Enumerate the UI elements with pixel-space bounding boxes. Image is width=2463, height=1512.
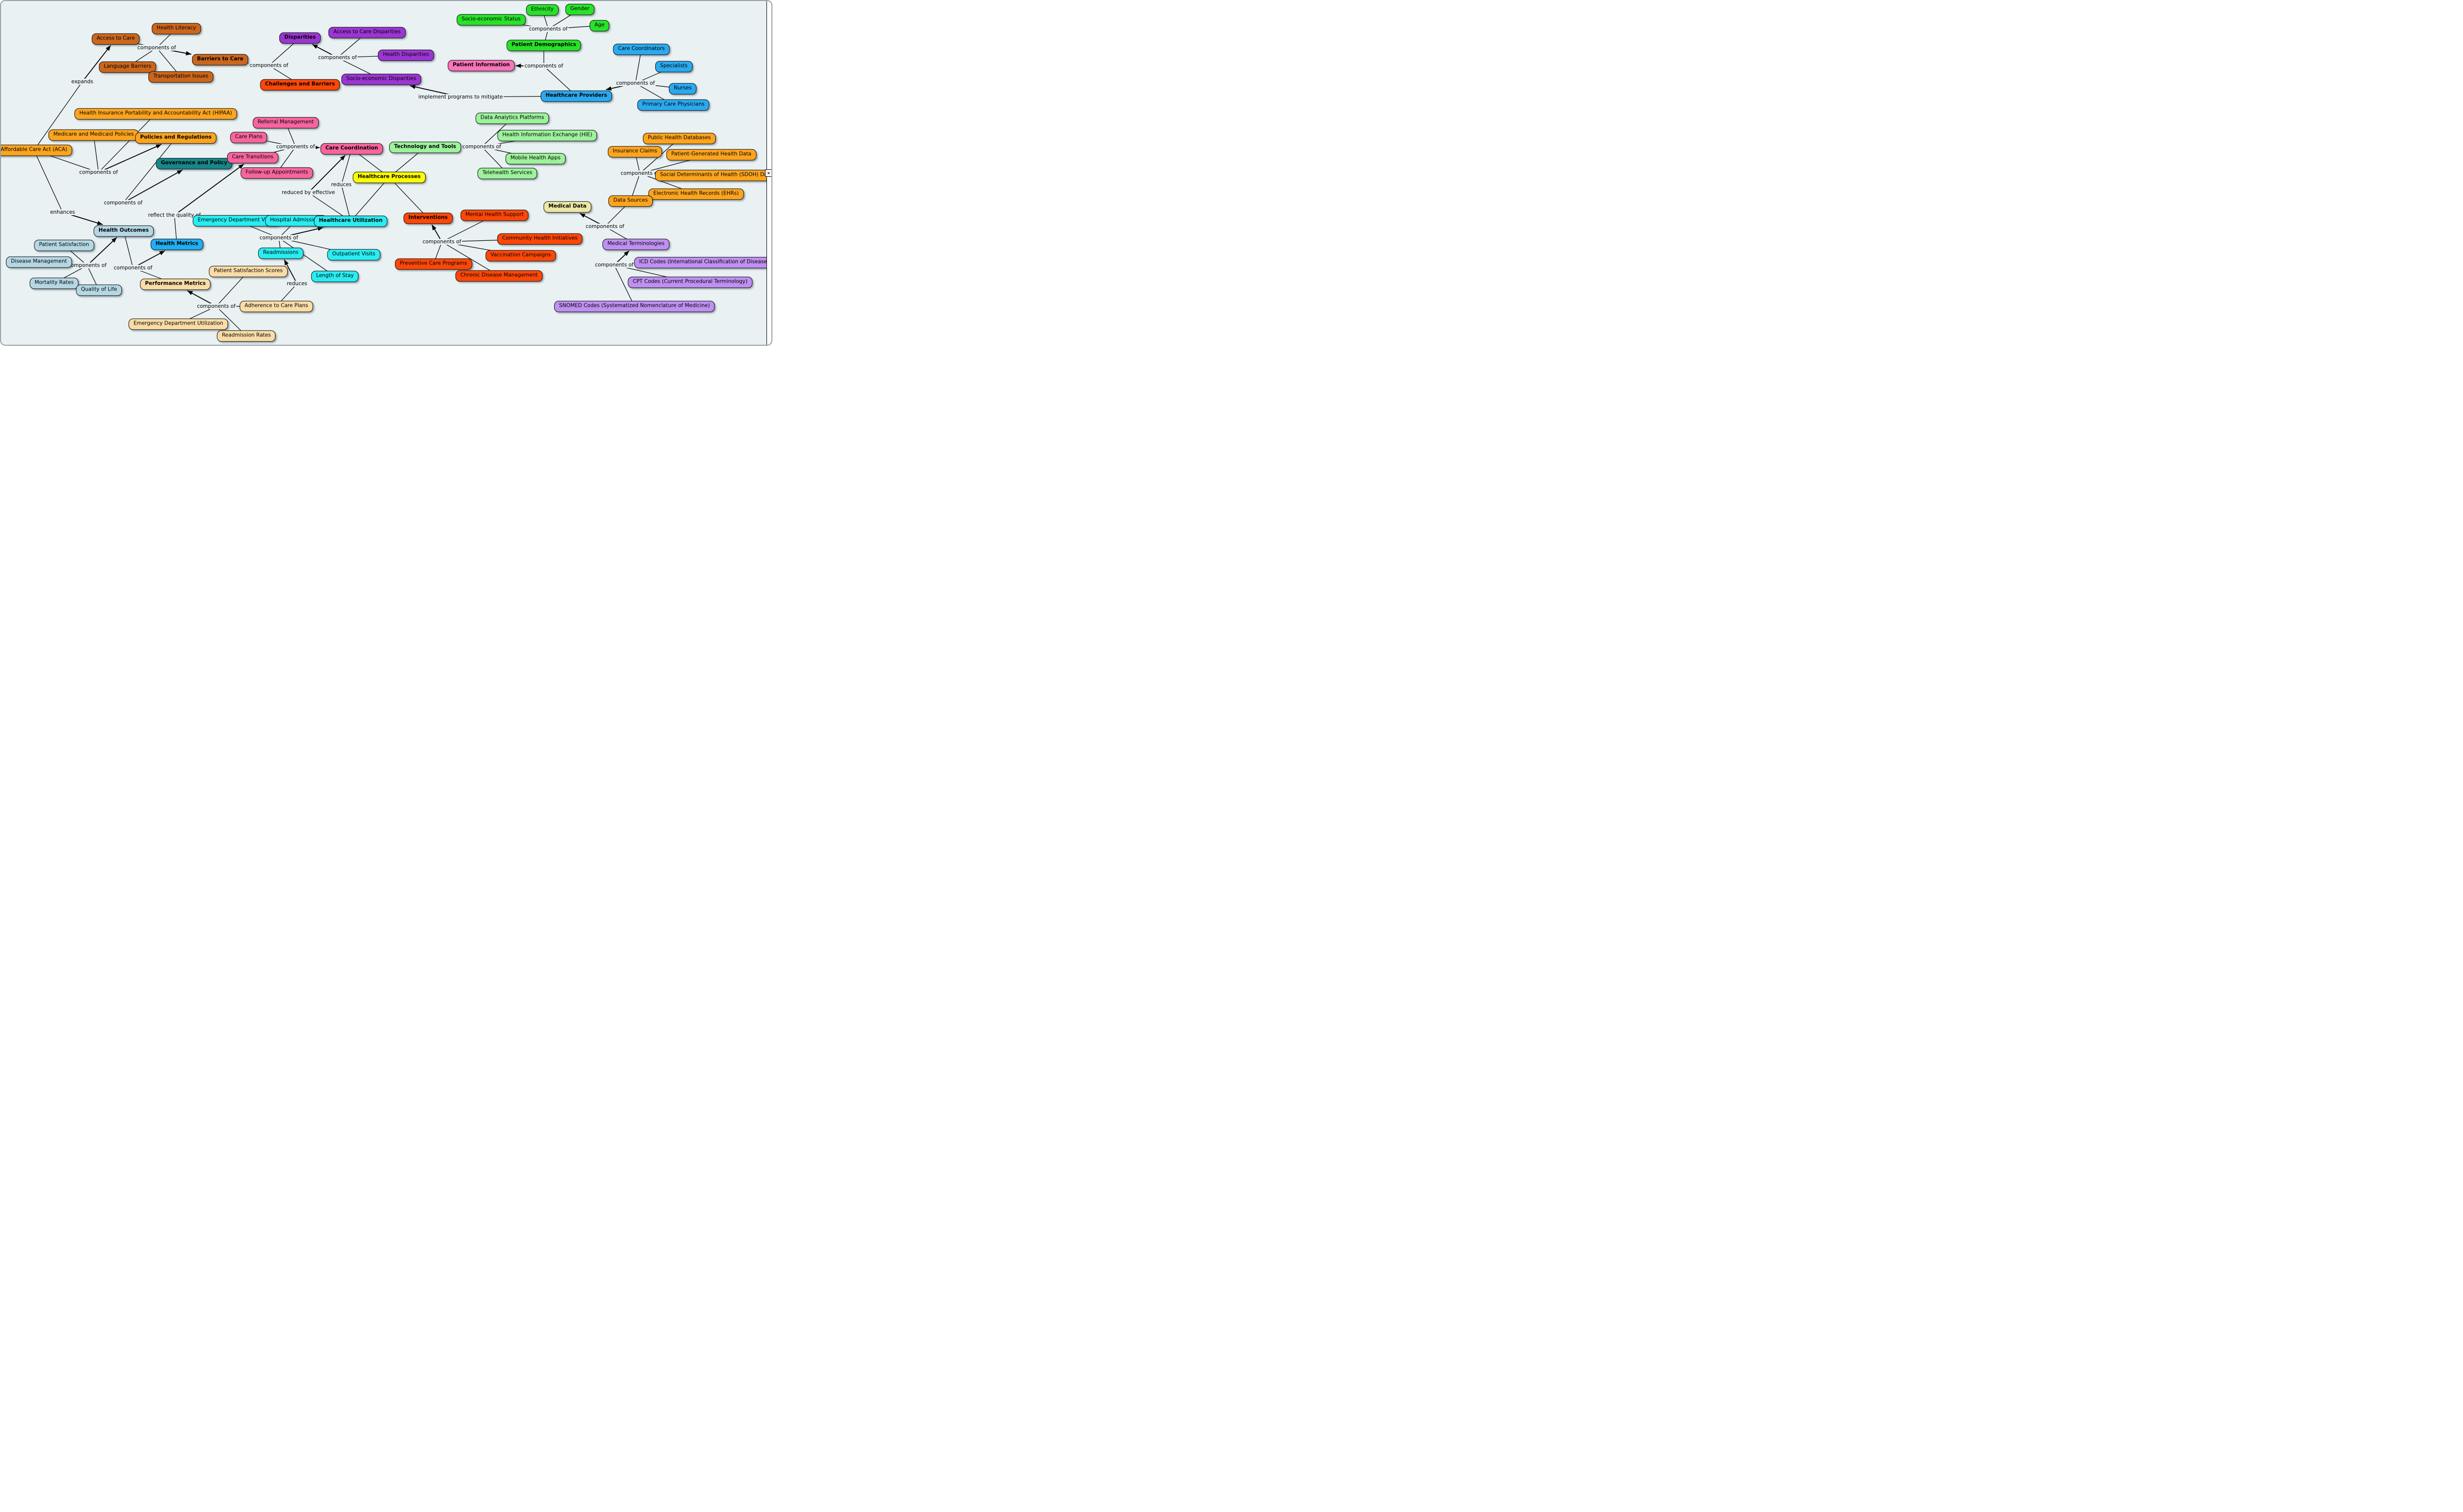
link-phrase-l17[interactable]: components of bbox=[421, 238, 463, 245]
node-care-coordinators[interactable]: Care Coordinators bbox=[613, 43, 670, 55]
node-public-health-databases[interactable]: Public Health Databases bbox=[643, 132, 716, 144]
node-health-information-exchange[interactable]: Health Information Exchange (HIE) bbox=[497, 130, 598, 141]
panel-collapse-button[interactable]: « bbox=[765, 169, 772, 177]
node-preventive-care-programs[interactable]: Preventive Care Programs bbox=[395, 258, 472, 270]
node-telehealth-services[interactable]: Telehealth Services bbox=[477, 167, 537, 179]
link-phrase-l2[interactable]: expands bbox=[70, 78, 95, 85]
link-phrase-l11[interactable]: enhances bbox=[49, 209, 76, 216]
node-healthcare-processes[interactable]: Healthcare Processes bbox=[353, 171, 426, 183]
node-length-of-stay[interactable]: Length of Stay bbox=[311, 270, 359, 282]
node-disparities[interactable]: Disparities bbox=[279, 32, 321, 44]
node-healthcare-providers[interactable]: Healthcare Providers bbox=[540, 90, 612, 102]
node-patient-generated-health-data[interactable]: Patient-Generated Health Data bbox=[666, 149, 757, 161]
node-access-to-care[interactable]: Access to Care bbox=[92, 33, 140, 45]
node-data-analytics-platforms[interactable]: Data Analytics Platforms bbox=[475, 112, 549, 124]
link-phrase-l12[interactable]: components of bbox=[275, 143, 316, 150]
link-phrase-l22[interactable]: components of bbox=[584, 223, 626, 230]
link-phrase-l25[interactable]: components of bbox=[67, 262, 108, 269]
link-phrase-l21[interactable]: reduces bbox=[286, 280, 308, 287]
node-governance-and-policy[interactable]: Governance and Policy bbox=[156, 158, 233, 169]
node-data-sources[interactable]: Data Sources bbox=[608, 195, 653, 207]
node-socio-economic-status[interactable]: Socio-economic Status bbox=[457, 14, 526, 26]
node-sdoh-data[interactable]: Social Determinants of Health (SDOH) Dat… bbox=[655, 169, 772, 181]
node-language-barriers[interactable]: Language Barriers bbox=[99, 61, 157, 73]
node-referral-management[interactable]: Referral Management bbox=[253, 117, 319, 129]
node-quality-of-life[interactable]: Quality of Life bbox=[76, 284, 122, 296]
node-outpatient-visits[interactable]: Outpatient Visits bbox=[327, 249, 380, 261]
node-health-disparities[interactable]: Health Disparities bbox=[378, 49, 434, 61]
node-specialists[interactable]: Specialists bbox=[655, 61, 693, 72]
node-readmission-rates[interactable]: Readmission Rates bbox=[217, 330, 276, 342]
node-patient-satisfaction[interactable]: Patient Satisfaction bbox=[34, 239, 94, 251]
node-interventions[interactable]: Interventions bbox=[403, 212, 453, 224]
link-phrase-l15[interactable]: components of bbox=[258, 234, 300, 241]
node-vaccination-campaigns[interactable]: Vaccination Campaigns bbox=[485, 250, 556, 262]
link-phrase-l19[interactable]: components of bbox=[112, 264, 154, 271]
link-phrase-l10[interactable]: components of bbox=[102, 199, 144, 206]
node-disease-management[interactable]: Disease Management bbox=[6, 256, 72, 268]
node-emergency-department-utilization[interactable]: Emergency Department Utilization bbox=[128, 318, 229, 330]
node-healthcare-utilization[interactable]: Healthcare Utilization bbox=[314, 215, 388, 227]
link-phrase-l24[interactable]: components of bbox=[594, 262, 635, 268]
node-mental-health-support[interactable]: Mental Health Support bbox=[460, 209, 529, 221]
node-performance-metrics[interactable]: Performance Metrics bbox=[140, 278, 211, 290]
link-phrase-l8[interactable]: implement programs to mitigate bbox=[417, 94, 504, 100]
node-socio-economic-disparities[interactable]: Socio-economic Disparities bbox=[341, 73, 421, 85]
concept-map-window: « components of expands components of compo… bbox=[0, 0, 772, 346]
node-adherence-to-care-plans[interactable]: Adherence to Care Plans bbox=[239, 300, 313, 312]
node-transportation-issues[interactable]: Transportation Issues bbox=[148, 71, 213, 83]
node-primary-care-physicians[interactable]: Primary Care Physicians bbox=[637, 99, 710, 111]
node-patient-satisfaction-scores[interactable]: Patient Satisfaction Scores bbox=[209, 265, 288, 277]
node-mortality-rates[interactable]: Mortality Rates bbox=[30, 277, 79, 289]
link-phrase-l6[interactable]: components of bbox=[523, 63, 565, 69]
node-icd-codes[interactable]: ICD Codes (International Classification … bbox=[634, 257, 772, 268]
node-readmissions[interactable]: Readmissions bbox=[258, 247, 303, 259]
node-age[interactable]: Age bbox=[589, 20, 610, 32]
link-phrase-l3[interactable]: components of bbox=[248, 62, 290, 69]
node-patient-information[interactable]: Patient Information bbox=[447, 60, 515, 71]
link-phrase-l5[interactable]: components of bbox=[528, 26, 569, 33]
node-care-transitions[interactable]: Care Transitions bbox=[227, 152, 278, 164]
link-phrase-l14[interactable]: reduces bbox=[330, 181, 353, 188]
node-hipaa[interactable]: Health Insurance Portability and Account… bbox=[74, 108, 237, 120]
link-phrase-l4[interactable]: components of bbox=[317, 54, 358, 61]
node-technology-and-tools[interactable]: Technology and Tools bbox=[389, 141, 461, 153]
link-phrase-l9[interactable]: components of bbox=[78, 169, 119, 176]
node-snomed-codes[interactable]: SNOMED Codes (Systematized Nomenclature … bbox=[554, 300, 715, 312]
node-medical-terminologies[interactable]: Medical Terminologies bbox=[602, 238, 669, 250]
node-follow-up-appointments[interactable]: Follow-up Appointments bbox=[240, 167, 313, 179]
node-nurses[interactable]: Nurses bbox=[668, 83, 697, 95]
link-phrase-l16[interactable]: reduced by effective bbox=[281, 189, 336, 196]
node-medical-data[interactable]: Medical Data bbox=[543, 201, 592, 213]
node-health-outcomes[interactable]: Health Outcomes bbox=[94, 225, 154, 237]
node-health-metrics[interactable]: Health Metrics bbox=[150, 238, 203, 250]
node-challenges-and-barriers[interactable]: Challenges and Barriers bbox=[260, 79, 340, 91]
node-policies-and-regulations[interactable]: Policies and Regulations bbox=[135, 132, 217, 144]
node-medicare-medicaid-policies[interactable]: Medicare and Medicaid Policies bbox=[48, 129, 139, 141]
node-ethnicity[interactable]: Ethnicity bbox=[526, 4, 559, 16]
link-phrase-l20[interactable]: components of bbox=[196, 303, 237, 310]
node-insurance-claims[interactable]: Insurance Claims bbox=[607, 146, 663, 158]
node-patient-demographics[interactable]: Patient Demographics bbox=[506, 39, 581, 51]
node-cpt-codes[interactable]: CPT Codes (Current Procedural Terminolog… bbox=[628, 276, 753, 288]
node-access-to-care-disparities[interactable]: Access to Care Disparities bbox=[328, 27, 406, 38]
link-phrase-l1[interactable]: components of bbox=[136, 44, 177, 51]
node-gender[interactable]: Gender bbox=[565, 3, 595, 15]
node-ehrs[interactable]: Electronic Health Records (EHRs) bbox=[648, 188, 744, 200]
link-phrase-l23[interactable]: components of bbox=[619, 170, 661, 177]
node-affordable-care-act[interactable]: Affordable Care Act (ACA) bbox=[0, 144, 72, 156]
node-care-coordination[interactable]: Care Coordination bbox=[320, 143, 383, 155]
node-health-literacy[interactable]: Health Literacy bbox=[152, 23, 201, 34]
node-chronic-disease-management[interactable]: Chronic Disease Management bbox=[455, 270, 543, 282]
node-care-plans[interactable]: Care Plans bbox=[230, 131, 267, 143]
node-mobile-health-apps[interactable]: Mobile Health Apps bbox=[505, 153, 566, 164]
node-barriers-to-care[interactable]: Barriers to Care bbox=[192, 54, 249, 66]
link-phrase-l7[interactable]: components of bbox=[615, 80, 656, 87]
link-phrase-l13[interactable]: components of bbox=[461, 143, 502, 150]
node-community-health-initiatives[interactable]: Community Health Initiatives bbox=[497, 233, 583, 245]
